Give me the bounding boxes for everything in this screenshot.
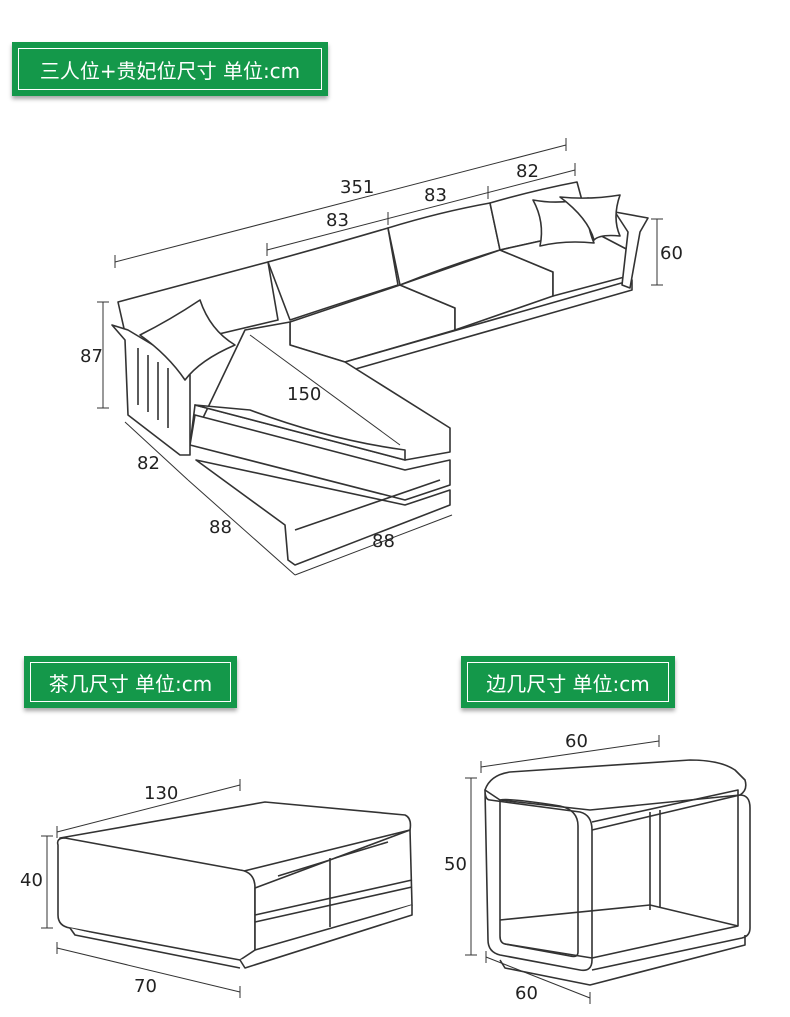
sofa-chaise-length-label: 150 (287, 384, 321, 405)
sofa-seat1-width-label: 83 (326, 210, 349, 231)
side-table-section-title: 边几尺寸 单位:cm (461, 656, 675, 708)
side-table-dimension-labels: 60 50 60 (444, 731, 588, 1004)
sofa-seat2-width-label: 83 (424, 185, 447, 206)
coffee-table-drawing (56, 801, 413, 969)
sofa-back-height-label: 87 (80, 346, 103, 367)
sofa-dimension-labels: 351 83 83 82 60 87 150 82 88 88 (80, 161, 683, 552)
side-table-height-label: 50 (444, 854, 467, 875)
side-table-section-title-text: 边几尺寸 单位:cm (467, 662, 669, 702)
side-table-drawing (484, 759, 751, 986)
sofa-chaise-width-b-label: 88 (372, 531, 395, 552)
sofa-chaise-depth-label: 82 (137, 453, 160, 474)
sofa-section-title: 三人位+贵妃位尺寸 单位:cm (12, 42, 328, 96)
side-table-width-label: 60 (515, 983, 538, 1004)
coffee-table-length-label: 130 (144, 783, 178, 804)
sofa-drawing (111, 181, 649, 566)
coffee-table-section-title-text: 茶几尺寸 单位:cm (30, 662, 231, 702)
coffee-table-width-label: 70 (134, 976, 157, 997)
coffee-table-height-label: 40 (20, 870, 43, 891)
side-table-dimensions (465, 735, 660, 1004)
sofa-dimensions (97, 138, 663, 576)
sofa-seat-height-label: 60 (660, 243, 683, 264)
sofa-seat3-width-label: 82 (516, 161, 539, 182)
sofa-section-title-text: 三人位+贵妃位尺寸 单位:cm (18, 48, 322, 90)
coffee-table-section-title: 茶几尺寸 单位:cm (24, 656, 237, 708)
side-table-length-label: 60 (565, 731, 588, 752)
sofa-chaise-width-a-label: 88 (209, 517, 232, 538)
sofa-total-length-label: 351 (340, 177, 374, 198)
coffee-table-dimensions (41, 779, 241, 998)
coffee-table-dimension-labels: 130 40 70 (20, 783, 178, 997)
